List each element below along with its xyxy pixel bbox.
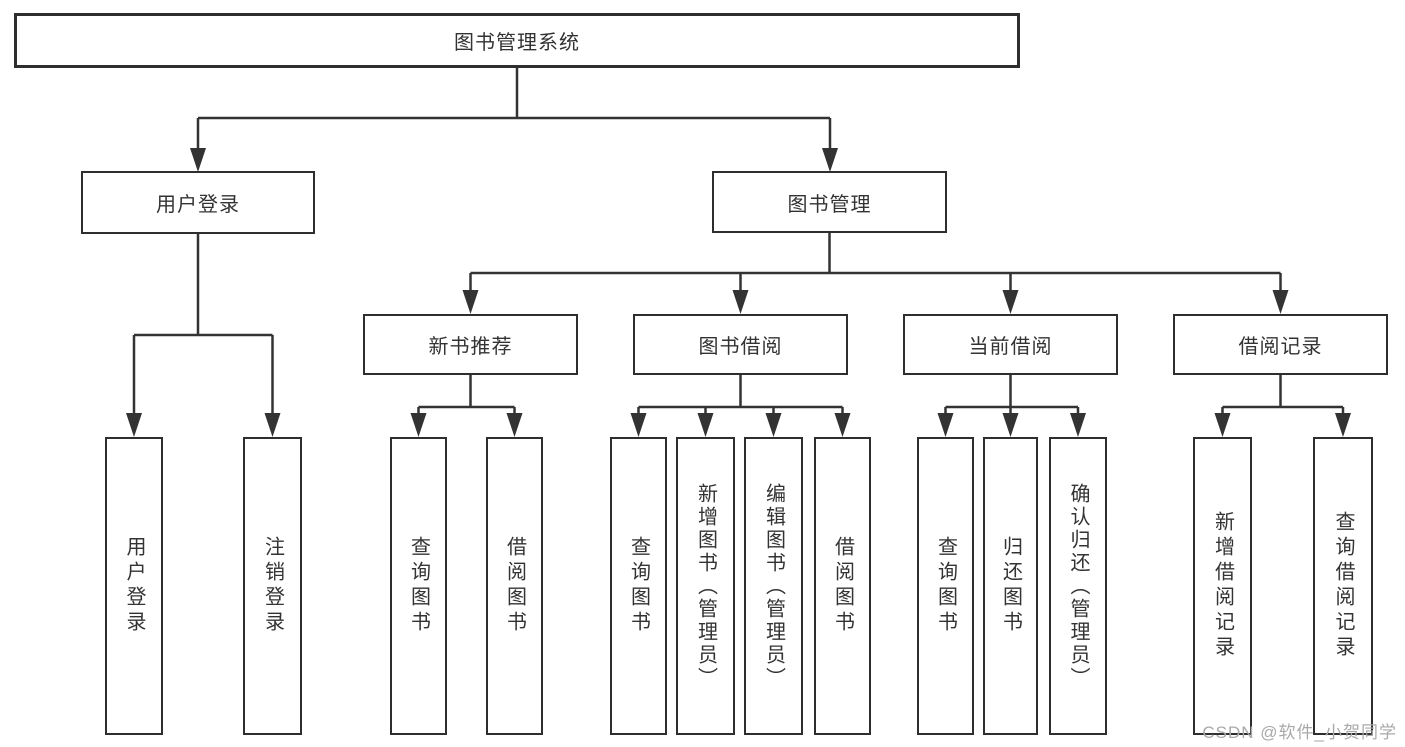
connector-current-borrowing-children: [944, 375, 1080, 419]
arrow-down-icon: [1002, 413, 1019, 437]
arrow-down-icon: [1002, 290, 1019, 314]
arrow-down-icon: [264, 413, 281, 437]
arrow-down-icon: [410, 413, 427, 437]
arrow-down-icon: [937, 413, 954, 437]
leaf-cb-return-books: 归还图书: [983, 437, 1038, 735]
leaf-bb-query-books: 查询图书: [610, 437, 667, 735]
arrow-down-icon: [1272, 290, 1289, 314]
connector-borrowing-records-children: [1221, 375, 1345, 419]
node-book-borrowing: 图书借阅: [633, 314, 848, 375]
leaf-br-query-record: 查询借阅记录: [1313, 437, 1373, 735]
node-current-borrowing: 当前借阅: [903, 314, 1118, 375]
node-user-login: 用户登录: [81, 171, 315, 234]
connector-arrowheads: [126, 148, 1351, 437]
node-new-book-recommend: 新书推荐: [363, 314, 578, 375]
arrow-down-icon: [697, 413, 714, 437]
arrow-down-icon: [506, 413, 523, 437]
arrow-down-icon: [765, 413, 782, 437]
connector-user-login-children: [132, 234, 274, 417]
leaf-user-login: 用户登录: [105, 437, 163, 735]
connector-book-borrowing-children: [637, 375, 844, 419]
arrow-down-icon: [1214, 413, 1231, 437]
arrow-down-icon: [126, 413, 142, 437]
arrow-down-icon: [834, 413, 851, 437]
arrow-down-icon: [190, 148, 206, 172]
leaf-bb-borrow-books: 借阅图书: [814, 437, 871, 735]
leaf-nb-query-books: 查询图书: [390, 437, 447, 735]
leaf-bb-edit-books-admin: 编辑图书（管理员）: [744, 437, 803, 735]
arrow-down-icon: [630, 413, 647, 437]
leaf-br-add-record: 新增借阅记录: [1193, 437, 1252, 735]
connector-new-book-children: [417, 375, 516, 419]
arrow-down-icon: [1070, 413, 1086, 437]
node-root-title: 图书管理系统: [14, 13, 1020, 68]
leaf-logout: 注销登录: [243, 437, 302, 735]
arrow-down-icon: [822, 148, 838, 172]
node-borrowing-records: 借阅记录: [1173, 314, 1388, 375]
arrow-down-icon: [462, 290, 479, 314]
connector-root-to-level2: [196, 68, 832, 152]
leaf-nb-borrow-books: 借阅图书: [486, 437, 543, 735]
arrow-down-icon: [732, 290, 749, 314]
connector-strokes: [132, 68, 1345, 419]
watermark-text: CSDN @软件_小贺同学: [1202, 723, 1397, 742]
node-book-management: 图书管理: [712, 171, 947, 233]
leaf-bb-add-books-admin: 新增图书（管理员）: [676, 437, 735, 735]
leaf-cb-query-books: 查询图书: [917, 437, 974, 735]
leaf-cb-confirm-return-admin: 确认归还（管理员）: [1049, 437, 1107, 735]
connector-book-management-children: [469, 233, 1282, 296]
arrow-down-icon: [1335, 413, 1351, 437]
